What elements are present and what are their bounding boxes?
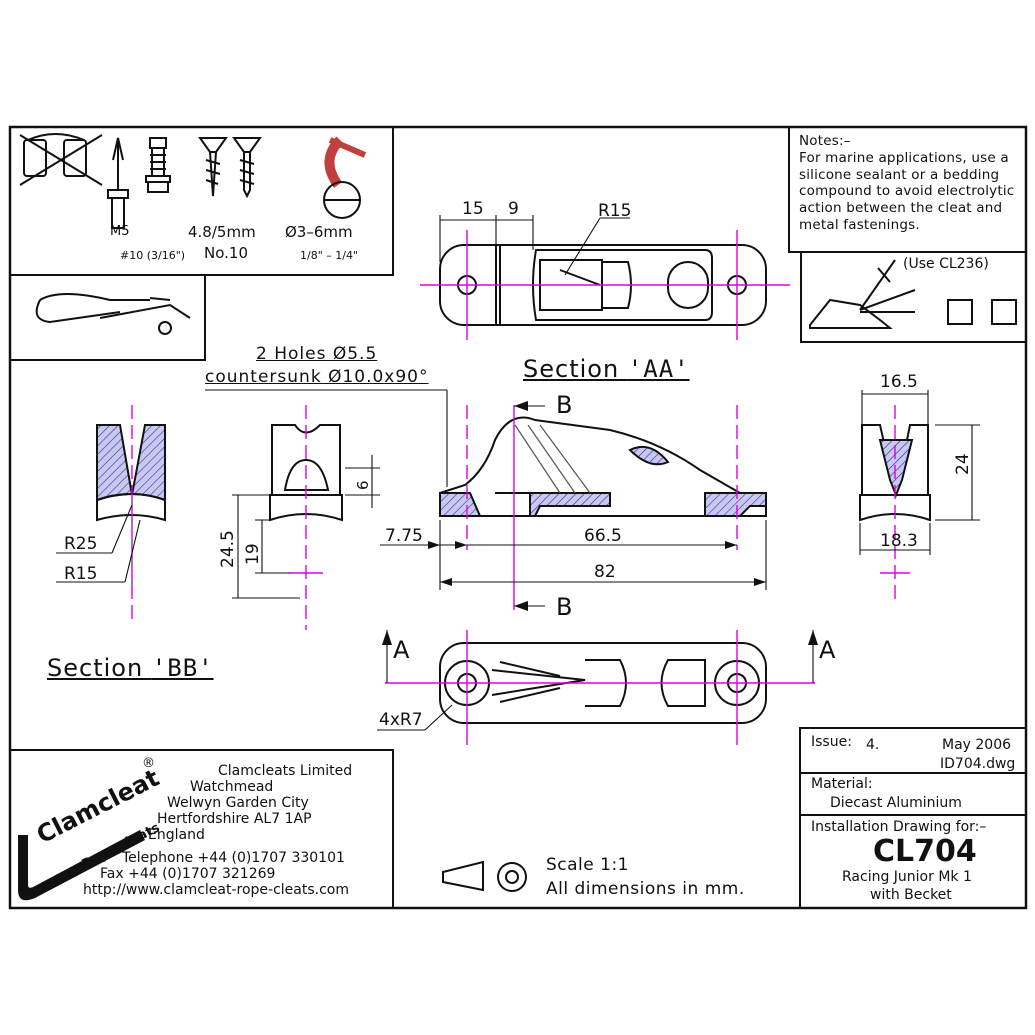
part-number: CL704 bbox=[873, 834, 977, 869]
notes-heading: Notes:– bbox=[799, 133, 851, 149]
fastener-m5: M5 bbox=[110, 224, 130, 239]
machine-screw-icon bbox=[145, 137, 171, 193]
material-label: Material: bbox=[811, 776, 873, 792]
holes-note-2: countersunk Ø10.0x90° bbox=[205, 367, 429, 387]
dim-r25: R25 bbox=[64, 534, 98, 554]
section-a-left: A bbox=[393, 636, 411, 664]
dim-16-5: 16.5 bbox=[880, 372, 918, 392]
dim-9: 9 bbox=[508, 199, 519, 219]
issue-date: May 2006 bbox=[942, 737, 1012, 753]
fastener-imperial-10: #10 (3/16") bbox=[120, 249, 186, 262]
company-web: http://www.clamcleat-rope-cleats.com bbox=[83, 882, 350, 898]
use-box bbox=[800, 252, 1026, 343]
section-aa-text: Section bbox=[523, 355, 628, 383]
company-addr2: Welwyn Garden City bbox=[167, 795, 309, 811]
section-aa-label: Section 'AA' bbox=[523, 357, 690, 381]
dim-r15-top: R15 bbox=[598, 201, 632, 221]
title-block bbox=[799, 727, 1027, 909]
dim-19: 19 bbox=[243, 543, 263, 565]
use-cl236-icon bbox=[809, 259, 1017, 329]
dim-6: 6 bbox=[354, 480, 372, 490]
part-desc-2: with Becket bbox=[870, 887, 952, 903]
section-aa-view bbox=[439, 416, 767, 517]
notes-body: For marine applications, use a silicone … bbox=[799, 149, 1015, 233]
issue-number: 4. bbox=[866, 737, 880, 753]
drawing-file: ID704.dwg bbox=[940, 756, 1016, 772]
rope-box bbox=[10, 275, 206, 361]
dim-4xr7: 4xR7 bbox=[379, 710, 423, 730]
dim-24: 24 bbox=[953, 453, 973, 475]
logo-reg: ® bbox=[142, 756, 155, 771]
sheet-border bbox=[8, 125, 1028, 910]
dimension-lines bbox=[56, 215, 980, 731]
section-bb-text: Section bbox=[47, 654, 152, 682]
section-b-top: B bbox=[556, 391, 574, 419]
part-desc-1: Racing Junior Mk 1 bbox=[842, 869, 972, 885]
company-box bbox=[10, 749, 394, 908]
scale-text: Scale 1:1 bbox=[546, 855, 630, 875]
section-bb-mark: 'BB' bbox=[151, 654, 214, 682]
fastener-no10: No.10 bbox=[204, 244, 248, 262]
company-telephone: Telephone +44 (0)1707 330101 bbox=[122, 850, 345, 866]
notes-box bbox=[788, 127, 1026, 253]
dim-18-3: 18.3 bbox=[880, 531, 918, 551]
notes: Notes:– For marine applications, use a s… bbox=[799, 133, 1023, 234]
material-value: Diecast Aluminium bbox=[830, 795, 962, 811]
dimension-arrows bbox=[382, 401, 818, 645]
section-bb-label: Section 'BB' bbox=[47, 656, 214, 680]
dim-82: 82 bbox=[594, 562, 616, 582]
company-addr4: England bbox=[148, 827, 205, 843]
wood-screw-icon bbox=[198, 137, 228, 197]
fastener-box bbox=[10, 127, 394, 276]
dim-66-5: 66.5 bbox=[584, 526, 622, 546]
units-text: All dimensions in mm. bbox=[546, 879, 745, 899]
fastener-screw-size: 4.8/5mm bbox=[188, 223, 256, 241]
company-fax: Fax +44 (0)1707 321269 bbox=[100, 866, 276, 882]
dim-24-5: 24.5 bbox=[218, 530, 238, 568]
company-addr3: Hertfordshire AL7 1AP bbox=[157, 811, 312, 827]
dim-7-75: 7.75 bbox=[385, 526, 423, 546]
no-rivet-icon bbox=[19, 133, 103, 186]
holes-note-1: 2 Holes Ø5.5 bbox=[256, 344, 378, 364]
dim-15: 15 bbox=[462, 199, 484, 219]
section-bb-view bbox=[96, 424, 166, 590]
use-note: (Use CL236) bbox=[903, 256, 989, 272]
end-view-right bbox=[859, 424, 931, 522]
projection-symbol bbox=[442, 860, 527, 892]
dim-r15: R15 bbox=[64, 564, 98, 584]
rivet-icon bbox=[107, 137, 129, 229]
fastener-rope-imperial: 1/8" – 1/4" bbox=[300, 249, 359, 262]
fastener-rope-dia: Ø3–6mm bbox=[285, 223, 353, 241]
company-addr1: Watchmead bbox=[190, 779, 274, 795]
clamcleat-logo bbox=[18, 830, 145, 901]
section-b-bottom: B bbox=[556, 593, 574, 621]
drawing-for-label: Installation Drawing for:– bbox=[811, 819, 987, 835]
section-a-right: A bbox=[819, 636, 837, 664]
self-tap-screw-icon bbox=[232, 137, 262, 199]
section-aa-mark: 'AA' bbox=[627, 355, 690, 383]
rope-loop-icon bbox=[35, 293, 191, 335]
end-view-left bbox=[269, 424, 343, 522]
issue-label: Issue: bbox=[811, 734, 852, 750]
centerlines bbox=[131, 230, 910, 745]
rope-icon bbox=[323, 136, 367, 219]
company-name: Clamcleats Limited bbox=[218, 763, 353, 779]
